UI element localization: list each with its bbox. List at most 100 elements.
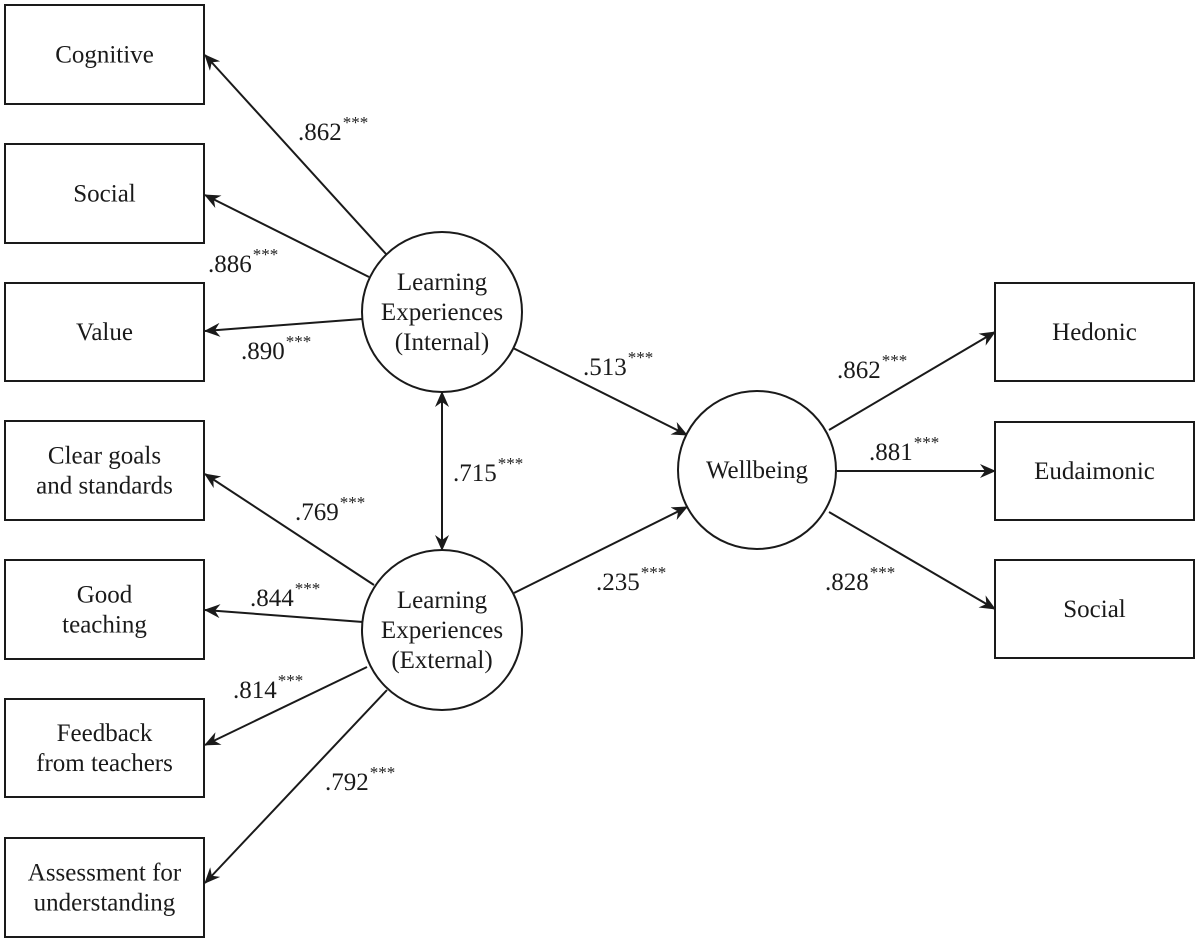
loading-label-good-teaching-significance: *** — [295, 579, 321, 598]
loading-label-feedback-significance: *** — [278, 671, 304, 690]
indicator-box-good-teaching — [4, 559, 205, 660]
indicator-label-value: Value — [76, 319, 133, 346]
loading-arrow-social-int — [204, 194, 370, 278]
latent-label-internal-line: Experiences — [381, 299, 503, 326]
loading-label-value-value: .890 — [241, 338, 285, 365]
loading-label-hedonic-value: .862 — [837, 357, 881, 384]
indicator-cognitive: Cognitive — [4, 4, 205, 105]
indicator-hedonic: Hedonic — [994, 282, 1195, 382]
indicator-label-eudaimonic: Eudaimonic — [1034, 458, 1155, 485]
loading-label-eudaimonic-significance: *** — [914, 433, 940, 452]
indicator-box-value — [4, 282, 205, 382]
indicator-label-social-wb-line: Social — [1063, 596, 1126, 623]
path-label-external-wellbeing-significance: *** — [641, 563, 667, 582]
indicator-label-value-line: Value — [76, 319, 133, 346]
path-arrow-external-wellbeing — [513, 506, 688, 594]
correlation-label-internal-external: .715*** — [453, 454, 523, 487]
path-label-internal-wellbeing: .513*** — [583, 348, 653, 381]
indicator-social-wb: Social — [994, 559, 1195, 659]
indicator-label-good-teaching-line: Good — [77, 582, 133, 609]
loading-arrow-cognitive — [204, 54, 387, 255]
indicator-label-assessment-line: Assessment for — [28, 860, 182, 887]
latent-circle-wellbeing — [677, 390, 837, 550]
loading-label-social-int-significance: *** — [253, 245, 279, 264]
latent-label-internal-line: Learning — [397, 269, 488, 296]
loading-label-eudaimonic: .881*** — [869, 433, 939, 466]
path-label-external-wellbeing-value: .235 — [596, 569, 640, 596]
indicator-box-eudaimonic — [994, 421, 1195, 521]
latent-circle-external — [361, 549, 523, 711]
loading-label-clear-goals-value: .769 — [295, 499, 339, 526]
latent-circle-internal — [361, 231, 523, 393]
loading-label-good-teaching: .844*** — [250, 579, 320, 612]
indicator-label-social-wb: Social — [1063, 596, 1126, 623]
indicator-label-clear-goals-line: Clear goals — [48, 443, 161, 470]
indicator-label-assessment-line: understanding — [34, 890, 176, 917]
latent-label-wellbeing-line: Wellbeing — [706, 457, 809, 484]
loading-label-hedonic: .862*** — [837, 351, 907, 384]
path-label-internal-wellbeing-significance: *** — [628, 348, 654, 367]
indicator-label-hedonic: Hedonic — [1052, 319, 1137, 346]
latent-label-external-line: (External) — [391, 647, 492, 674]
loading-label-feedback: .814*** — [233, 671, 303, 704]
correlation-label-internal-external-significance: *** — [498, 454, 524, 473]
indicator-label-feedback-line: Feedback — [57, 720, 153, 747]
loading-label-cognitive-value: .862 — [298, 119, 342, 146]
loading-label-cognitive: .862*** — [298, 113, 368, 146]
latent-label-wellbeing: Wellbeing — [706, 457, 809, 484]
loading-label-social-wb-value: .828 — [825, 569, 869, 596]
loading-arrow-value — [204, 318, 363, 337]
loading-label-clear-goals: .769*** — [295, 493, 365, 526]
loading-label-eudaimonic-value: .881 — [869, 439, 913, 466]
loading-label-feedback-value: .814 — [233, 677, 277, 704]
indicator-box-hedonic — [994, 282, 1195, 382]
coefficient-labels-layer: .862***.886***.890***.769***.844***.814*… — [208, 113, 939, 796]
indicator-label-social-int: Social — [73, 181, 136, 208]
loading-arrow-feedback — [204, 666, 368, 746]
indicator-label-good-teaching-line: teaching — [62, 612, 147, 639]
indicator-label-eudaimonic-line: Eudaimonic — [1034, 458, 1155, 485]
indicator-label-clear-goals-line: and standards — [36, 473, 173, 500]
indicator-value: Value — [4, 282, 205, 382]
indicator-label-good-teaching: Good teaching — [62, 582, 147, 639]
indicator-box-cognitive — [4, 4, 205, 105]
loading-label-assessment-significance: *** — [370, 763, 396, 782]
indicator-label-assessment: Assessment for understanding — [28, 860, 182, 917]
indicator-social-int: Social — [4, 143, 205, 244]
loading-label-good-teaching-value: .844 — [250, 585, 294, 612]
path-label-internal-wellbeing-value: .513 — [583, 354, 627, 381]
correlation-label-internal-external-value: .715 — [453, 460, 497, 487]
loading-label-cognitive-significance: *** — [343, 113, 369, 132]
indicator-clear-goals: Clear goals and standards — [4, 420, 205, 521]
indicator-label-hedonic-line: Hedonic — [1052, 319, 1137, 346]
loading-label-social-wb: .828*** — [825, 563, 895, 596]
indicator-label-clear-goals: Clear goals and standards — [36, 443, 173, 500]
loading-label-assessment: .792*** — [325, 763, 395, 796]
loading-arrow-social-wb — [828, 511, 996, 610]
loading-label-clear-goals-significance: *** — [340, 493, 366, 512]
loading-arrow-hedonic — [828, 331, 996, 431]
edges-layer — [204, 54, 996, 884]
indicator-box-clear-goals — [4, 420, 205, 521]
indicator-box-social-wb — [994, 559, 1195, 659]
loading-label-social-int-value: .886 — [208, 251, 252, 278]
loading-label-value: .890*** — [241, 332, 311, 365]
indicator-assessment: Assessment for understanding — [4, 837, 205, 938]
loading-arrow-clear-goals — [204, 473, 375, 586]
latent-label-external-line: Experiences — [381, 617, 503, 644]
loading-label-value-significance: *** — [286, 332, 312, 351]
path-arrow-internal-wellbeing — [512, 347, 688, 436]
path-label-external-wellbeing: .235*** — [596, 563, 666, 596]
indicator-label-cognitive: Cognitive — [55, 42, 154, 69]
loading-arrow-assessment — [204, 689, 388, 884]
latent-label-internal-line: (Internal) — [395, 329, 489, 356]
loading-label-hedonic-significance: *** — [882, 351, 908, 370]
